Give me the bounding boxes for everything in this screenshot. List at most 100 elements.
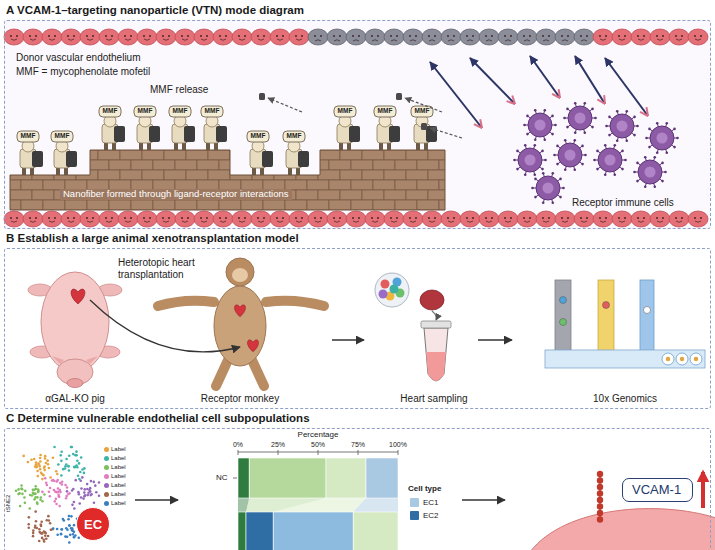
brick [175,200,197,210]
endothelial-cell [118,29,138,45]
step-arrow [135,499,178,501]
spike-tip [524,173,527,176]
endothelial-cell [251,211,271,227]
cell-point [51,479,54,482]
droplet-bead [694,357,698,361]
droplet-bead [680,357,684,361]
cell-eye [130,217,132,219]
cell-point [84,494,87,497]
endothelial-cell [517,211,537,227]
cell-eye [257,217,259,219]
released-drug [396,93,402,100]
spike-tip [648,128,651,131]
brick [439,200,461,210]
immune-cell [553,139,587,171]
brick [428,170,450,180]
region-label: Donor vascular endothelium [16,52,141,64]
endothelial-cell [669,211,689,227]
cell-point [49,476,52,479]
spike-tip [665,122,668,125]
damaged-cell [327,29,347,45]
cell-nucleus [565,150,576,161]
cell-point [68,492,71,495]
legend-entry: Label [104,455,126,461]
axis-tick [238,450,239,455]
cell-point [36,470,39,473]
damaged-cell [517,29,537,45]
cell-mouth [486,40,492,41]
cell-mouth [372,221,378,222]
spike-tip [644,156,647,159]
cell-point [81,476,84,479]
cell-point [73,501,76,504]
cell-mouth [543,221,549,222]
spike-tip [613,173,616,176]
cell-point [34,524,37,527]
immune-cell [563,102,597,134]
brick [285,200,307,210]
legend-entry: EC2 [410,511,439,520]
cell-point [68,541,71,544]
legend-entry: Label [104,473,126,479]
cell-eye [282,217,284,219]
cell-point [70,446,73,449]
cell-mouth [220,221,226,222]
brick [406,190,428,200]
cell-eye [187,217,189,219]
spike-tip [648,146,651,149]
cell-eye [314,217,316,219]
cell-point [37,475,40,478]
cell-point [68,524,71,527]
brick [230,150,252,160]
cell-point [44,531,47,534]
cell-point [49,522,52,525]
brick [98,170,120,180]
brick [406,150,428,160]
released-drug [421,123,427,130]
endothelial-cell [213,211,233,227]
brick [65,200,87,210]
spike-tip [604,144,607,147]
tick-label: 100% [389,441,407,449]
endothelial-cell [156,29,176,45]
cell-mouth [505,221,511,222]
cell-eye [301,217,303,219]
cell-mouth [258,221,264,222]
brick [329,200,351,210]
cell-mouth [448,40,454,41]
endothelial-cell [422,211,442,227]
attack-arrow [430,62,482,128]
guard-helmet [134,106,156,117]
endothelial-row [4,211,708,227]
cell-eye [415,217,417,219]
cell-eye [681,35,683,37]
cell-eye [662,35,664,37]
cell-eye [257,35,259,37]
cell-point [65,495,68,498]
axis-title: Percentage [298,430,339,439]
axis-title: tSNE2 [5,495,12,512]
cell-eye [586,217,588,219]
brick [406,170,428,180]
spike-tip [563,117,566,120]
damaged-cell [308,29,328,45]
cell-eye [542,217,544,219]
cell-eye [605,217,607,219]
cell-eye [320,35,322,37]
endothelial-cell [80,211,100,227]
cell-eye [472,217,474,219]
chip-bead [644,307,651,314]
legend-entry: Label [104,446,126,452]
cell-mouth [353,40,359,41]
endothelial-cell [99,211,119,227]
brick [318,150,340,160]
cell-eye [504,35,506,37]
cell-point [68,525,71,528]
brick [241,200,263,210]
legend-text: Label [111,464,126,470]
cell-point [56,528,59,531]
cell-eye [29,35,31,37]
legend-text: Label [111,455,126,461]
endothelial-cell [289,211,309,227]
immune-cell [593,144,627,176]
